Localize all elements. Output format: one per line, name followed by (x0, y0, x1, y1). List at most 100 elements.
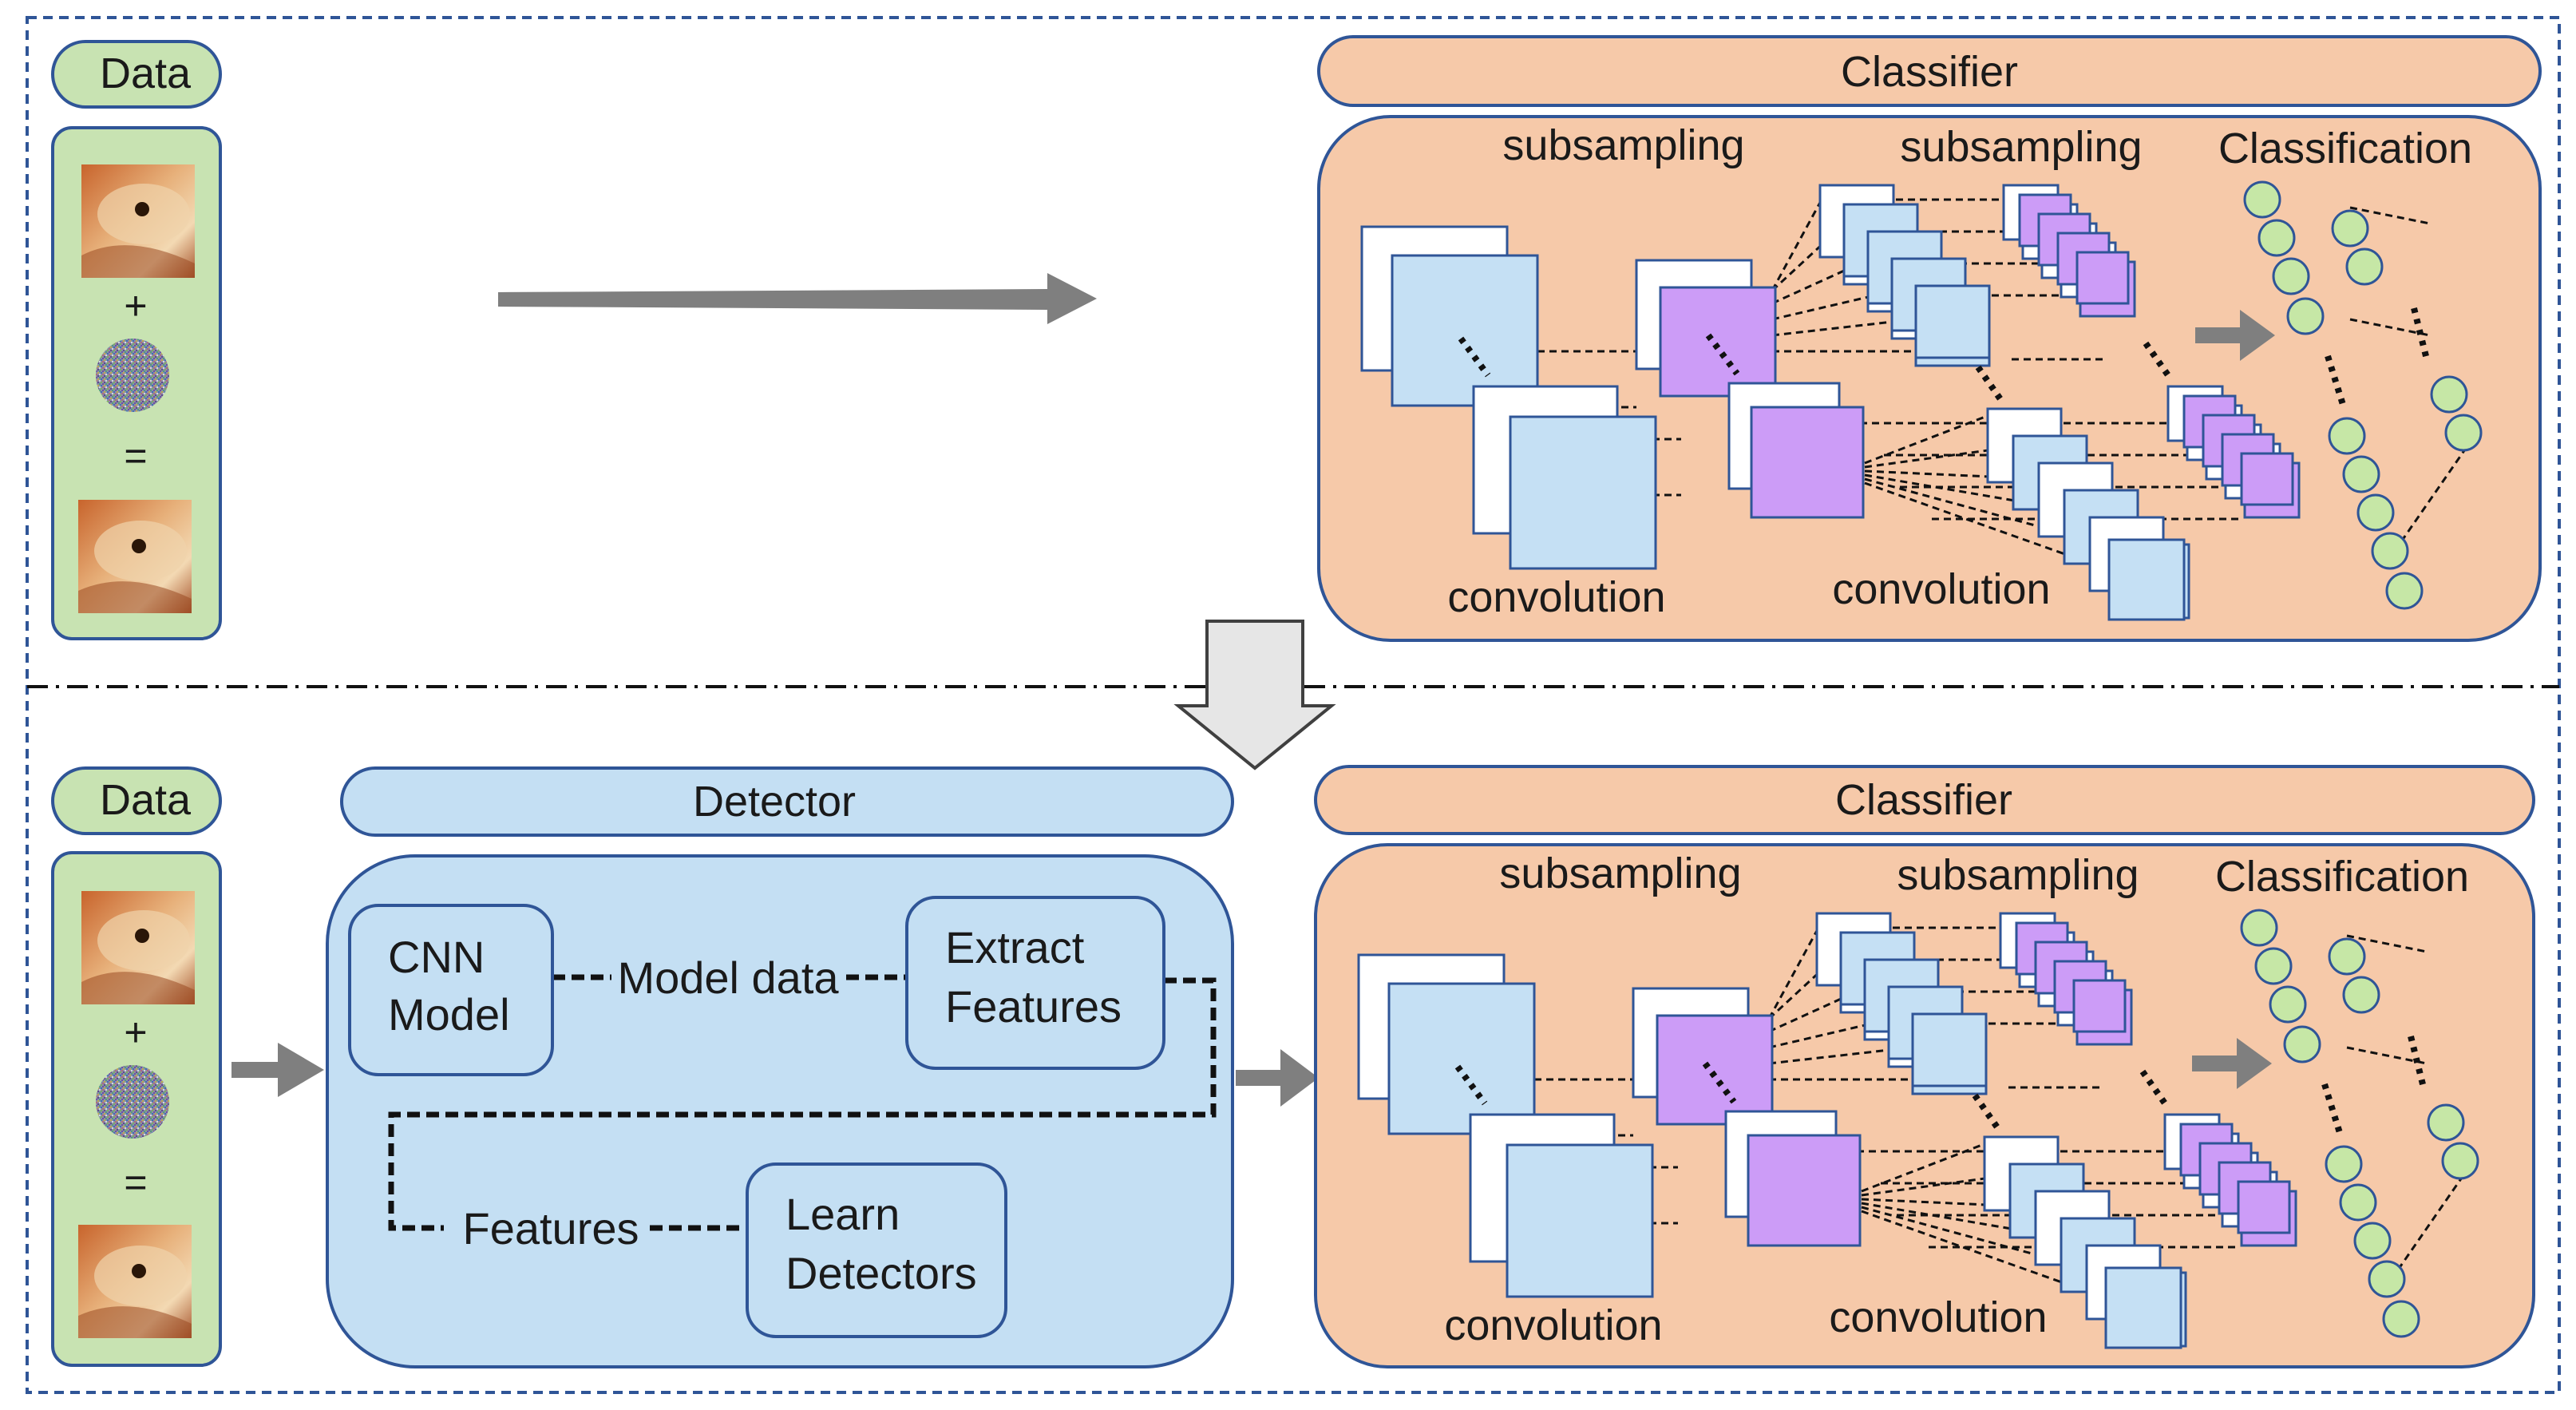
data-label: Data (100, 776, 192, 824)
classifier-title-pill (1314, 765, 2535, 835)
connection-line (2349, 318, 2431, 337)
cnn-layers (1360, 180, 2483, 621)
features-label: Features (463, 1203, 639, 1254)
data-label-pill (51, 766, 222, 835)
detector-title: Detector (693, 778, 856, 826)
classifier-title: Classifier (1835, 776, 2012, 824)
neuron-node (2368, 1260, 2406, 1298)
connection-line (1768, 990, 1858, 1033)
connection-line (2346, 934, 2428, 953)
data-to-detector-arrow (231, 1043, 324, 1097)
neuron-node (2430, 375, 2468, 414)
conv-map (2104, 1266, 2182, 1349)
connection-line (1767, 927, 1820, 1020)
neuron-node (2356, 493, 2395, 532)
ellipsis-dots (2408, 1036, 2427, 1088)
feature-map (1509, 415, 1657, 570)
neuron-node (2286, 297, 2325, 335)
neuron-node (2353, 1222, 2392, 1260)
cnn-network-bottom (1357, 909, 2479, 1349)
plus-sign: + (124, 1010, 147, 1055)
detector-module: Detector CNN Model Model data Extract Fe… (326, 766, 1234, 1368)
cnn-network-top (1360, 180, 2483, 621)
plus-sign: + (124, 283, 147, 328)
cnn-model-label-line1: CNN (388, 932, 485, 982)
subsampling-label-2: subsampling (1900, 123, 2142, 171)
extract-features-label-line1: Extract (945, 922, 1085, 972)
learn-detectors-label-line2: Detectors (785, 1248, 977, 1298)
guinea-pig-photo-icon (81, 891, 195, 1004)
top-data-panel: Data + = (51, 40, 222, 640)
ellipsis-dots (1705, 333, 1740, 376)
down-arrow-icon (1173, 620, 1336, 770)
conv-map (2107, 538, 2186, 621)
neuron-node (2254, 947, 2293, 985)
neuron-node (2441, 1142, 2479, 1180)
convolution-label-2: convolution (1829, 1293, 2047, 1341)
bottom-classifier: Classifier subsampling subsampling Class… (1314, 765, 2535, 1368)
noise-pattern-icon (96, 1065, 169, 1139)
connection-line (1864, 477, 2100, 545)
classifier-title-pill (1317, 35, 2542, 107)
connection-line (1861, 1206, 2097, 1273)
neuron-node (2328, 937, 2366, 976)
input-map (1391, 254, 1539, 407)
cnn-model-box (348, 904, 554, 1076)
neuron-node (2331, 209, 2369, 248)
convolution-label-1: convolution (1444, 1301, 1662, 1349)
subsampling-label-2: subsampling (1897, 851, 2139, 899)
learn-detectors-label-line1: Learn (785, 1189, 900, 1239)
neuron-node (2243, 180, 2281, 219)
subsampling-label-1: subsampling (1499, 850, 1741, 897)
connection-line (2346, 1046, 2428, 1065)
conv-map (1911, 1012, 1988, 1087)
pooled-map (1659, 286, 1777, 398)
neuron-node (2371, 532, 2409, 570)
ellipsis-dots (2325, 354, 2347, 409)
ellipsis-dots (1702, 1061, 1737, 1104)
pooled-map (1747, 1134, 1862, 1247)
equals-sign: = (124, 1160, 147, 1205)
pooled-map (1750, 406, 1865, 519)
connection-line (2393, 446, 2468, 552)
classifier-title: Classifier (1841, 48, 2018, 96)
ellipsis-dots (2321, 1083, 2344, 1137)
connection-line (2349, 206, 2431, 225)
extract-features-box (905, 896, 1165, 1070)
ellipsis-dots (1458, 336, 1491, 378)
cnn-model-label-line2: Model (388, 989, 510, 1040)
pooled-map (1656, 1014, 1774, 1126)
classification-label: Classification (2215, 853, 2469, 901)
ellipsis-dots (2411, 307, 2430, 360)
ellipsis-dots (1454, 1064, 1488, 1106)
neuron-node (2345, 248, 2384, 286)
extract-features-label-line2: Features (945, 981, 1122, 1032)
conv-map (1914, 284, 1991, 359)
classification-label: Classification (2218, 125, 2472, 172)
learn-detectors-box (746, 1162, 1007, 1338)
feature-map (1506, 1143, 1654, 1298)
neuron-node (2444, 414, 2483, 452)
neuron-node (2342, 455, 2380, 493)
data-label: Data (100, 50, 192, 97)
neuron-node (2382, 1300, 2420, 1338)
connection-line (1771, 199, 1823, 291)
input-map (1387, 982, 1536, 1135)
top-flow-arrow (498, 273, 1097, 324)
neuron-node (2385, 572, 2424, 610)
pooled-map (2240, 452, 2294, 506)
classification-arrow-icon (2192, 1038, 2272, 1089)
bottom-data-panel: Data + = (51, 766, 222, 1367)
top-classifier: Classifier subsampling subsampling Class… (1317, 35, 2542, 642)
neuron-node (2339, 1183, 2377, 1222)
pooled-map (2237, 1180, 2291, 1234)
subsampling-label-1: subsampling (1502, 121, 1744, 169)
guinea-pig-perturbed-icon (78, 500, 192, 613)
pooled-map (2075, 251, 2130, 305)
connection-line (1861, 1142, 1987, 1193)
neuron-node (2328, 417, 2366, 455)
guinea-pig-perturbed-icon (78, 1225, 192, 1338)
guinea-pig-photo-icon (81, 164, 195, 278)
convolution-label-2: convolution (1832, 565, 2050, 613)
